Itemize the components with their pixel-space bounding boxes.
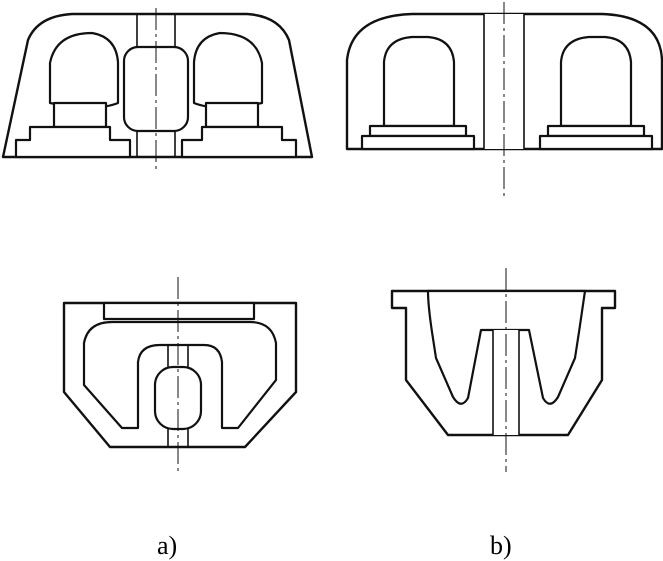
caption-a: a): [157, 531, 177, 560]
part-a-upper-section: [1, 8, 314, 172]
part-a-lower-section: [62, 277, 298, 472]
part-b-upper-section: [345, 2, 663, 196]
caption-b: b): [490, 531, 512, 560]
part-b-lower-section: [390, 268, 617, 472]
